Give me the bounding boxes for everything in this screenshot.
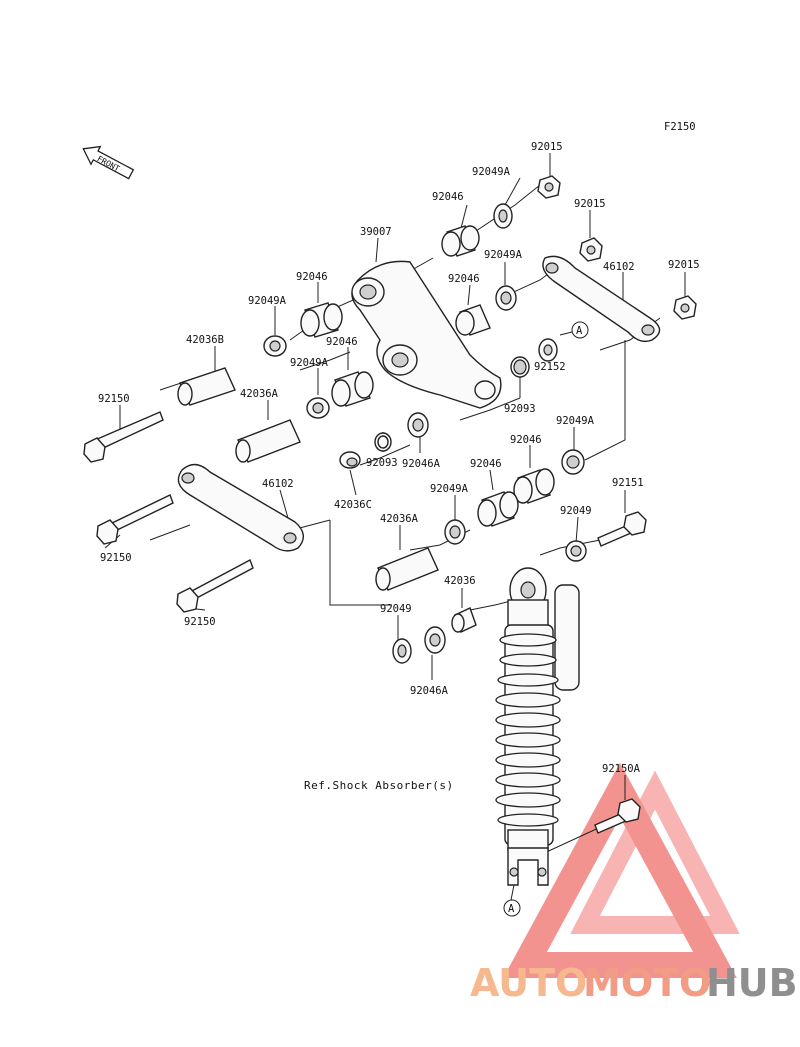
bearing-92046-c	[331, 371, 374, 407]
reference-note: Ref.Shock Absorber(s)	[304, 779, 454, 792]
label-46102-top: 46102	[603, 261, 635, 273]
washer-92049A-b	[495, 285, 517, 311]
label-92049A-top: 92049A	[472, 166, 511, 178]
label-42036C: 42036C	[334, 499, 372, 511]
label-92093-b: 92093	[366, 457, 398, 469]
label-42036A-a: 42036A	[240, 388, 279, 400]
bearing-92046-top	[441, 225, 480, 257]
svg-text:A: A	[508, 903, 515, 915]
bearing-92046-b	[455, 304, 491, 336]
bolt-92150-a	[83, 411, 164, 463]
svg-text:MOTO: MOTO	[583, 961, 711, 1005]
callout-a-upper: A	[571, 321, 589, 339]
label-92046A-a: 92046A	[402, 458, 441, 470]
label-42036A-b: 42036A	[380, 513, 419, 525]
bearing-92046A-b	[424, 626, 446, 654]
parts	[83, 175, 697, 886]
label-92046-d: 92046	[510, 434, 542, 446]
label-92093-a: 92093	[504, 403, 536, 415]
shock-absorber	[495, 567, 580, 886]
label-42036B: 42036B	[186, 334, 224, 346]
label-92015-mid: 92015	[574, 198, 606, 210]
label-92046-e: 92046	[470, 458, 502, 470]
sleeve-42036	[451, 607, 477, 633]
svg-text:A: A	[576, 325, 583, 337]
label-42036: 42036	[444, 575, 476, 587]
svg-text:AUTO: AUTO	[470, 961, 587, 1005]
sleeve-42036B	[177, 367, 236, 406]
label-92150-c: 92150	[184, 616, 216, 628]
washer-92049A-top	[493, 203, 513, 229]
rocker-arm-39007	[351, 260, 502, 409]
bolt-92151	[597, 511, 647, 547]
watermark-logo	[503, 762, 740, 978]
label-92151: 92151	[612, 477, 644, 489]
seal-92093-a	[510, 356, 530, 378]
label-92049A-d: 92049A	[556, 415, 595, 427]
bearing-92046-e	[477, 491, 519, 527]
washer-92049A-c	[306, 397, 330, 419]
bearing-92046-d	[513, 468, 555, 504]
washer-92049-a	[565, 540, 587, 562]
tie-rod-46102-bottom	[177, 463, 304, 552]
bearing-92046-left	[300, 302, 343, 338]
label-92015-top: 92015	[531, 141, 563, 153]
label-92152: 92152	[534, 361, 566, 373]
label-92049-b: 92049	[380, 603, 412, 615]
label-92150-b: 92150	[100, 552, 132, 564]
bolt-92150-b	[96, 494, 174, 545]
nut-92015-top	[537, 175, 561, 199]
svg-text:HUB: HUB	[706, 961, 798, 1005]
label-92150-a: 92150	[98, 393, 130, 405]
label-46102-bottom: 46102	[262, 478, 294, 490]
label-92015-right: 92015	[668, 259, 700, 271]
label-92049A-c: 92049A	[290, 357, 329, 369]
bolt-92150A	[594, 798, 641, 834]
callout-a-lower: A	[503, 899, 521, 917]
seal-92093-b	[374, 432, 392, 452]
label-92150A: 92150A	[602, 763, 641, 775]
washer-92049A-d	[561, 449, 585, 475]
label-92046-left: 92046	[296, 271, 328, 283]
collar-42036C	[339, 451, 361, 469]
sleeve-42036A-b	[375, 547, 439, 591]
bolt-92150-c	[176, 559, 254, 613]
label-92046-c: 92046	[326, 336, 358, 348]
label-92049A-b: 92049A	[484, 249, 523, 261]
label-92046-b: 92046	[448, 273, 480, 285]
nut-92015-right	[673, 295, 697, 320]
label-92046-top: 92046	[432, 191, 464, 203]
label-39007: 39007	[360, 226, 392, 238]
label-92049-a: 92049	[560, 505, 592, 517]
collar-92152	[538, 338, 558, 362]
washer-92049A-e	[444, 519, 466, 545]
tie-rod-46102-top	[542, 255, 661, 343]
figure-code: F2150	[664, 121, 696, 133]
front-arrow-icon: FRONT	[82, 145, 135, 180]
sleeve-42036A-a	[235, 419, 301, 463]
bearing-92046A-a	[407, 412, 429, 438]
washer-92049A-left	[263, 335, 287, 357]
label-92049A-left: 92049A	[248, 295, 287, 307]
nut-92015-mid	[579, 237, 603, 262]
washer-92049-b	[392, 638, 412, 664]
watermark-text: AUTO MOTO HUB	[470, 961, 798, 1005]
part-labels: 92015 92049A 92046 92015 39007 92049A 92…	[98, 141, 700, 775]
label-92046A-b: 92046A	[410, 685, 449, 697]
label-92049A-e: 92049A	[430, 483, 469, 495]
